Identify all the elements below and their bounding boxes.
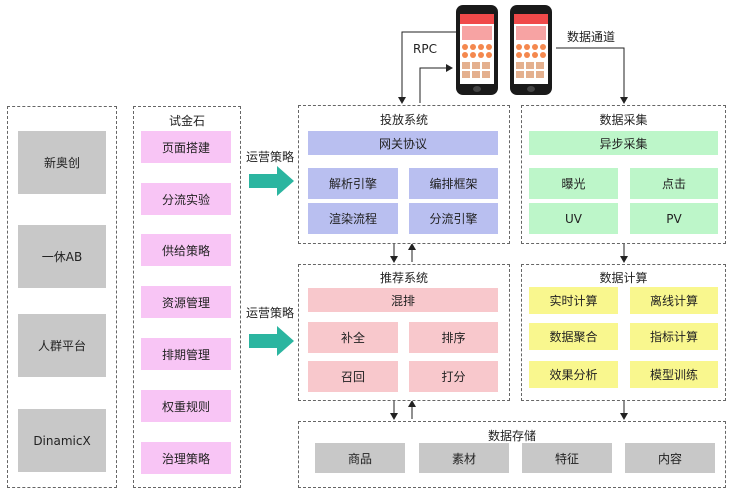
delivery-system-title: 投放系统 <box>379 113 428 127</box>
collection-item: 点击 <box>630 168 718 199</box>
touchstone-item: 治理策略 <box>141 442 231 474</box>
collection-item: UV <box>529 203 618 234</box>
mix-ranking-box: 混排 <box>308 288 498 312</box>
delivery-item: 解析引擎 <box>308 168 398 199</box>
delivery-item: 渲染流程 <box>308 203 398 234</box>
touchstone-item: 权重规则 <box>141 390 231 422</box>
touchstone-item: 排期管理 <box>141 338 231 370</box>
recommend-item: 排序 <box>409 322 498 353</box>
delivery-item: 分流引擎 <box>409 203 498 234</box>
delivery-item: 编排框架 <box>409 168 498 199</box>
async-collection-box: 异步采集 <box>529 131 718 155</box>
touchstone-item: 资源管理 <box>141 286 231 318</box>
data-compute-title: 数据计算 <box>599 271 648 285</box>
touchstone-item: 供给策略 <box>141 234 231 266</box>
data-collection-title: 数据采集 <box>599 113 648 127</box>
platform-box: 一休AB <box>18 225 106 288</box>
ops-strategy-arrow-top <box>249 166 294 196</box>
recommend-item: 补全 <box>308 322 398 353</box>
storage-item: 商品 <box>315 443 405 473</box>
storage-item: 特征 <box>522 443 612 473</box>
compute-item: 指标计算 <box>630 323 718 350</box>
mobile-phone-right <box>510 5 552 95</box>
recommend-system-title: 推荐系统 <box>379 271 428 285</box>
storage-item: 素材 <box>419 443 509 473</box>
ops-strategy-label-bottom: 运营策略 <box>246 306 295 320</box>
storage-item: 内容 <box>625 443 715 473</box>
rpc-label: RPC <box>413 42 437 56</box>
compute-item: 模型训练 <box>630 361 718 388</box>
platform-box: 人群平台 <box>18 314 106 377</box>
rpc-down-arrow <box>398 31 456 104</box>
compute-item: 效果分析 <box>529 361 618 388</box>
collection-item: 曝光 <box>529 168 618 199</box>
compute-item: 离线计算 <box>630 287 718 314</box>
rpc-up-arrow <box>419 64 453 103</box>
platform-box: DinamicX <box>18 409 106 472</box>
recommend-item: 召回 <box>308 361 398 392</box>
collection-item: PV <box>630 203 718 234</box>
data-channel-label: 数据通道 <box>567 30 616 44</box>
compute-item: 实时计算 <box>529 287 618 314</box>
ops-strategy-label-top: 运营策略 <box>246 150 295 164</box>
data-storage-title: 数据存储 <box>487 429 536 443</box>
gateway-protocol-box: 网关协议 <box>308 131 498 155</box>
touchstone-item: 页面搭建 <box>141 131 231 163</box>
recommend-item: 打分 <box>409 361 498 392</box>
touchstone-item: 分流实验 <box>141 183 231 215</box>
compute-item: 数据聚合 <box>529 323 618 350</box>
ops-strategy-arrow-bottom <box>249 326 294 356</box>
data-channel-arrow <box>556 47 628 104</box>
mobile-phone-left <box>456 5 498 95</box>
touchstone-title: 试金石 <box>168 114 205 128</box>
platform-box: 新奥创 <box>18 131 106 194</box>
